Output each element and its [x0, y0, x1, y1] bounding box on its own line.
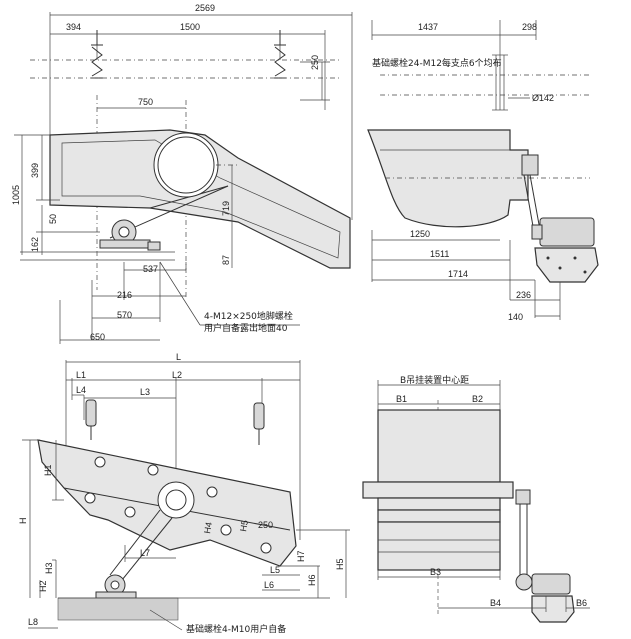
drive-motor — [99, 219, 161, 251]
dim-L5: L5 — [270, 565, 280, 575]
bottom-left-view — [22, 360, 350, 631]
dim-570: 570 — [117, 310, 132, 320]
dim-298: 298 — [522, 22, 537, 32]
top-left-view — [14, 12, 353, 344]
top-left-labels: 2569 394 1500 250 750 1005 399 50 162 71… — [11, 3, 320, 342]
dim-H5-outer: H5 — [335, 558, 345, 570]
bottom-left-labels: L L1 L2 L3 L4 H1 H H3 H2 H4 H5 250 L7 L5… — [18, 352, 345, 635]
dim-H2: H2 — [38, 580, 48, 592]
dim-250: 250 — [310, 55, 320, 70]
dim-H5-inner: H5 — [238, 519, 250, 532]
dim-B1: B1 — [396, 394, 407, 404]
dim-L6: L6 — [264, 580, 274, 590]
dim-87: 87 — [221, 255, 231, 265]
hopper-body — [367, 129, 529, 228]
dim-B3: B3 — [430, 567, 441, 577]
dim-H: H — [18, 518, 28, 525]
drive-motor-bottom — [95, 574, 137, 599]
dim-50: 50 — [48, 214, 58, 224]
drive-motor-side — [515, 573, 575, 623]
top-right-labels: 1437 298 基础螺栓24-M12每支点6个均布 Ø142 1250 151… — [372, 22, 554, 322]
top-right-view — [367, 20, 599, 320]
dim-162: 162 — [30, 237, 40, 252]
anchor-bolt-note-1: 4-M12×250地脚螺栓 — [204, 310, 293, 322]
dim-140: 140 — [508, 312, 523, 322]
dim-750: 750 — [138, 97, 153, 107]
dim-399: 399 — [30, 163, 40, 178]
dim-216: 216 — [117, 290, 132, 300]
dim-H6: H6 — [307, 574, 317, 586]
dim-1500: 1500 — [180, 22, 200, 32]
dim-L7: L7 — [140, 548, 150, 558]
dim-250-bottom: 250 — [258, 520, 273, 530]
dim-B6: B6 — [576, 598, 587, 608]
dim-2569: 2569 — [195, 3, 215, 13]
dim-L: L — [176, 352, 181, 362]
screen-body — [49, 129, 351, 269]
dim-H3: H3 — [44, 562, 54, 574]
hanger-center-distance-title: B吊挂装置中心距 — [400, 374, 469, 386]
spring-left — [91, 30, 103, 79]
bottom-bolt-note: 基础螺栓4-M10用户自备 — [186, 623, 286, 635]
dim-L4: L4 — [76, 385, 86, 395]
dim-719: 719 — [221, 201, 231, 216]
dim-L1: L1 — [76, 370, 86, 380]
dim-B4: B4 — [490, 598, 501, 608]
dim-phi142: Ø142 — [532, 93, 554, 103]
dim-1714: 1714 — [448, 269, 468, 279]
dim-537: 537 — [143, 264, 158, 274]
dim-650: 650 — [90, 332, 105, 342]
dim-394: 394 — [66, 22, 81, 32]
dim-H7: H7 — [296, 550, 306, 562]
bottom-right-view — [362, 380, 590, 623]
dim-H1: H1 — [43, 464, 53, 476]
dim-L8: L8 — [28, 617, 38, 627]
dim-236: 236 — [516, 290, 531, 300]
dim-1437: 1437 — [418, 22, 438, 32]
hook-right — [253, 402, 265, 445]
dim-1511: 1511 — [430, 249, 449, 259]
dim-L3: L3 — [140, 387, 150, 397]
screen-frame-front — [377, 409, 501, 483]
dim-H4: H4 — [202, 521, 214, 534]
bottom-right-labels: B吊挂装置中心距 B1 B2 B3 B4 B6 — [396, 374, 587, 608]
ground-hatch — [57, 597, 179, 621]
dim-1005: 1005 — [11, 185, 21, 205]
dim-B2: B2 — [472, 394, 483, 404]
foundation-bolt-note: 基础螺栓24-M12每支点6个均布 — [372, 57, 502, 69]
dim-1250: 1250 — [410, 229, 430, 239]
drive-motor-right — [531, 217, 599, 283]
dim-L2: L2 — [172, 370, 182, 380]
hook-left — [85, 399, 97, 440]
anchor-bolt-note-2: 用户自备露出地面40 — [204, 322, 288, 334]
